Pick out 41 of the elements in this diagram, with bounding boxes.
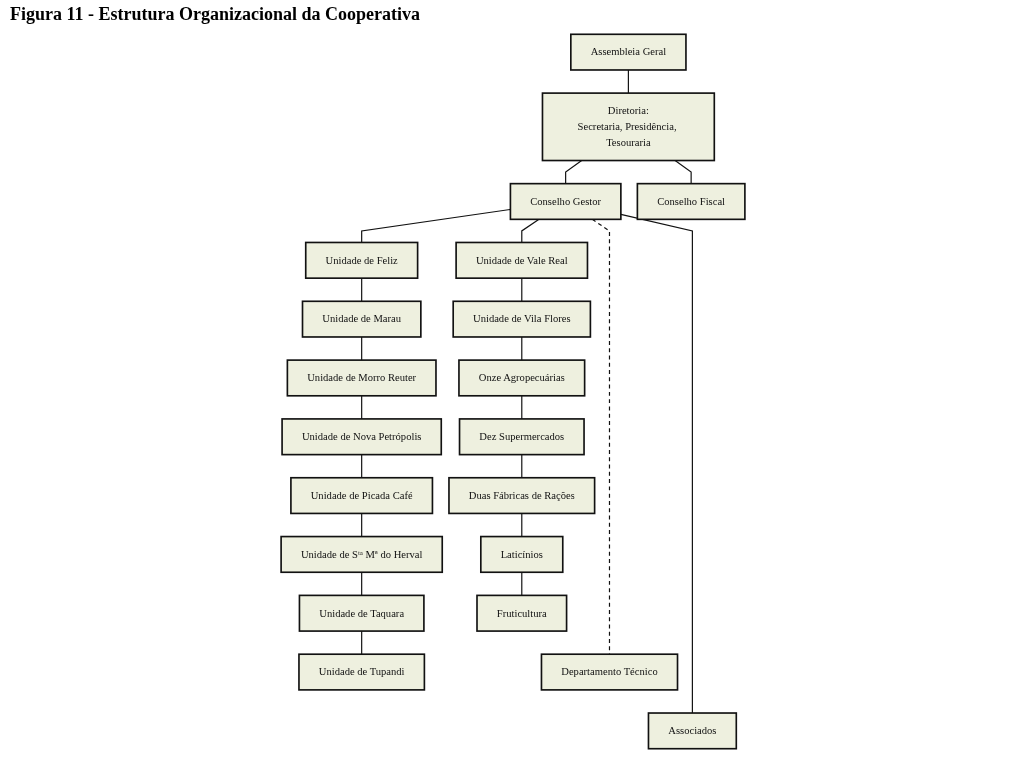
connector (361, 208, 511, 244)
node-box: Dez Supermercados (458, 418, 585, 456)
node-box: Unidade de Vale Real (455, 241, 589, 279)
connector (361, 454, 363, 479)
node-box: Diretoria: Secretaria, Presidência, Tesouraria (541, 92, 716, 162)
node-box: Unidade de Marau (301, 300, 422, 338)
node-box: Onze Agropecuárias (458, 359, 586, 397)
node-box: Unidade de Vila Flores (452, 300, 592, 338)
node-box: Duas Fábricas de Rações (448, 476, 596, 515)
node-box: Assembleia Geral (570, 33, 687, 71)
connector (361, 277, 363, 302)
connector (361, 336, 363, 361)
node-box: Departamento Técnico (540, 653, 679, 691)
node-box: Unidade de Feliz (304, 241, 419, 279)
connector (521, 395, 523, 420)
connector (620, 213, 693, 714)
node-box: Associados (647, 712, 738, 750)
figure-title: Figura 11 - Estrutura Organizacional da Cooperativa (9, 3, 421, 26)
node-box: Conselho Gestor (509, 182, 622, 221)
connector (565, 159, 583, 185)
connector (521, 512, 523, 538)
connector (361, 571, 363, 596)
node-box: Unidade de Picada Café (290, 476, 434, 515)
connector (361, 512, 363, 538)
node-box: Unidade de Taquara (298, 594, 425, 632)
node-box: Fruticultura (476, 594, 568, 632)
connector (521, 277, 523, 302)
node-box: Unidade de Sᵗᵃ Mª do Herval (280, 535, 444, 574)
node-box: Unidade de Morro Reuter (286, 359, 437, 397)
connector (627, 69, 629, 94)
connector (521, 336, 523, 361)
connector (521, 218, 540, 244)
connector (521, 454, 523, 479)
node-box: Unidade de Tupandi (298, 653, 426, 691)
node-box: Conselho Fiscal (636, 182, 746, 221)
connector (361, 395, 363, 420)
node-box: Laticínios (480, 535, 564, 574)
connector (521, 571, 523, 596)
connector (361, 630, 363, 655)
node-box: Unidade de Nova Petrópolis (281, 418, 443, 456)
connector (674, 159, 692, 185)
